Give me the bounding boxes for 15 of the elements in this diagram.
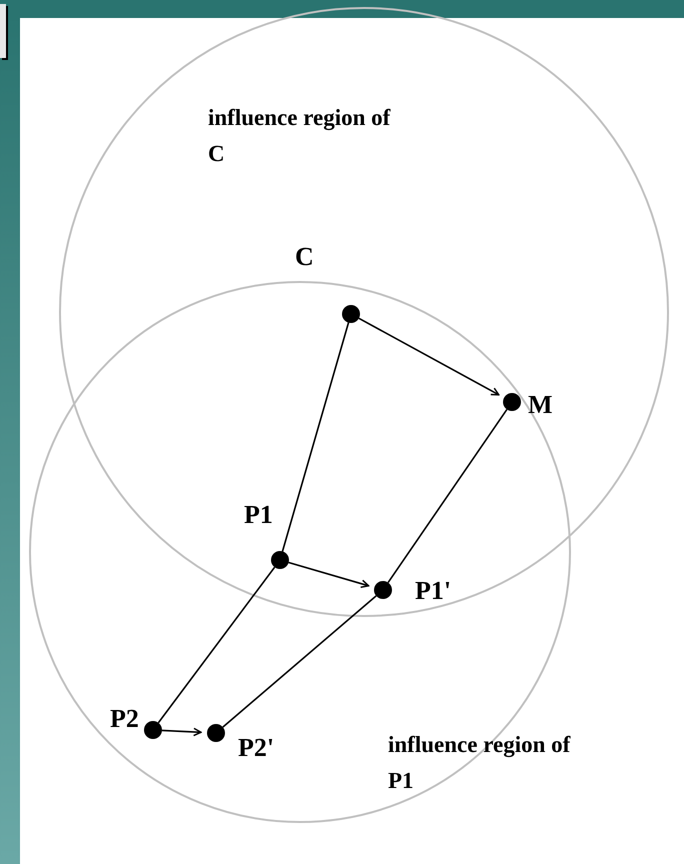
arrow — [162, 728, 202, 736]
region-label: influence region of P1 — [388, 731, 572, 795]
point-label: C — [295, 242, 314, 272]
point-label: P2 — [110, 704, 139, 734]
region-label: influence region of C — [208, 104, 392, 168]
point-label: M — [528, 390, 553, 420]
point-label: P1' — [415, 576, 452, 606]
connector-line — [282, 322, 350, 552]
point-label: P2' — [238, 733, 274, 763]
connector-line — [222, 595, 377, 728]
connector-line — [158, 566, 276, 724]
arrow — [288, 562, 370, 588]
connector-line — [387, 408, 508, 584]
arrow — [358, 318, 500, 396]
point-label: P1 — [244, 500, 273, 530]
